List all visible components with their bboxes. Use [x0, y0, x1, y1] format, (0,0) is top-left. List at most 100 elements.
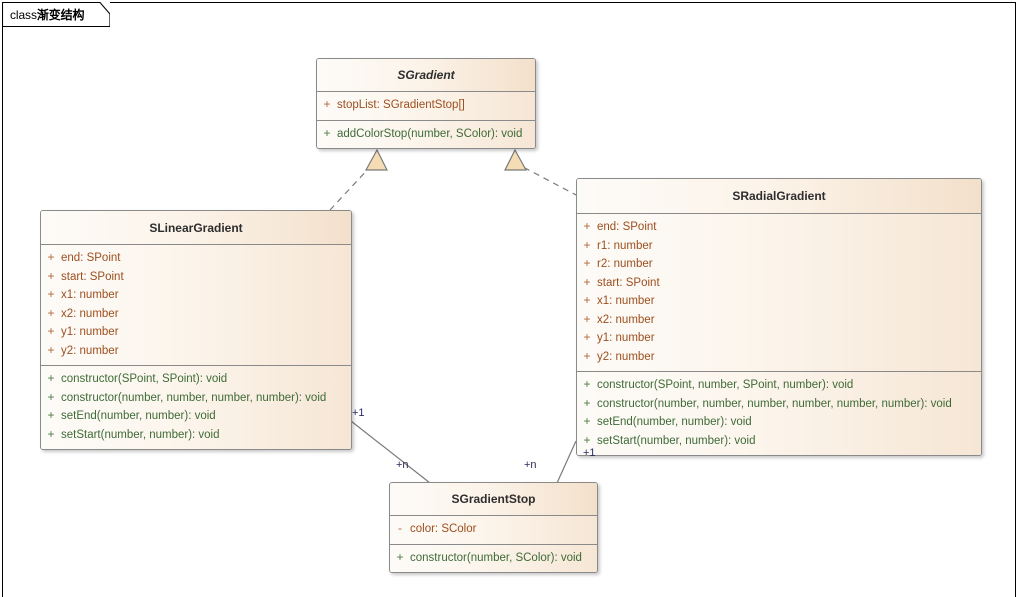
- method-row: + constructor(number, number, number, nu…: [41, 389, 351, 408]
- method-row: + setStart(number, number): void: [41, 426, 351, 445]
- visibility-marker: +: [47, 268, 55, 283]
- frame-tab-keyword: class: [10, 8, 37, 22]
- multiplicity-linear-source: +1: [352, 407, 365, 419]
- attribute-signature: end: SPoint: [61, 252, 121, 264]
- visibility-marker: +: [583, 330, 591, 344]
- method-row: + setEnd(number, number): void: [41, 407, 351, 426]
- visibility-marker: +: [47, 342, 55, 357]
- multiplicity-radial-source: +1: [583, 447, 596, 459]
- method-row: + constructor(SPoint, number, SPoint, nu…: [577, 376, 981, 395]
- method-signature: setStart(number, number): void: [61, 428, 220, 441]
- visibility-marker: +: [583, 432, 591, 447]
- attributes-section-sgradient: + stopList: SGradientStop[]: [317, 92, 535, 120]
- frame-tab-name: 渐变结构: [36, 8, 85, 22]
- attribute-row: + start: SPoint: [577, 274, 981, 293]
- attribute-signature: x2: number: [597, 313, 655, 326]
- attribute-row: + y2: number: [577, 348, 981, 367]
- attributes-section-sradialgradient: + end: SPoint + r1: number + r2: number …: [577, 214, 981, 371]
- attribute-row: + r2: number: [577, 255, 981, 274]
- attribute-signature: x2: number: [61, 307, 119, 320]
- visibility-marker: +: [583, 414, 591, 428]
- multiplicity-linear-target: +n: [396, 459, 409, 471]
- method-signature: constructor(SPoint, number, SPoint, numb…: [597, 379, 854, 391]
- visibility-marker: +: [47, 305, 55, 320]
- attribute-signature: color: SColor: [410, 523, 477, 535]
- method-signature: setEnd(number, number): void: [61, 410, 216, 422]
- attribute-row: + y1: number: [577, 329, 981, 348]
- attribute-row: + x1: number: [41, 286, 351, 305]
- visibility-marker: +: [47, 426, 55, 441]
- visibility-marker: +: [47, 371, 55, 385]
- diagram-frame-tab[interactable]: class渐变结构: [2, 2, 111, 27]
- method-signature: constructor(SPoint, SPoint): void: [61, 373, 228, 385]
- method-signature: setStart(number, number): void: [597, 434, 756, 447]
- attribute-signature: y2: number: [597, 350, 655, 363]
- visibility-marker: +: [323, 125, 331, 140]
- visibility-marker: +: [47, 324, 55, 338]
- attributes-section-sgradientstop: - color: SColor: [390, 516, 597, 544]
- attribute-signature: r2: number: [597, 258, 653, 270]
- attribute-signature: end: SPoint: [597, 221, 657, 233]
- methods-section-sgradientstop: + constructor(number, SColor): void: [390, 543, 597, 572]
- method-row: + constructor(number, number, number, nu…: [577, 395, 981, 414]
- frame-tab-label: class渐变结构: [10, 6, 85, 23]
- multiplicity-radial-target: +n: [524, 459, 537, 471]
- visibility-marker: +: [47, 389, 55, 404]
- method-signature: constructor(number, number, number, numb…: [597, 397, 952, 410]
- visibility-marker: +: [583, 348, 591, 363]
- visibility-marker: +: [583, 311, 591, 326]
- methods-section-sradialgradient: + constructor(SPoint, number, SPoint, nu…: [577, 371, 981, 455]
- visibility-marker: +: [583, 395, 591, 410]
- visibility-marker: +: [583, 274, 591, 289]
- visibility-marker: -: [398, 521, 402, 535]
- class-box-sradialgradient[interactable]: SRadialGradient + end: SPoint + r1: numb…: [576, 178, 982, 456]
- method-signature: constructor(number, number, number, numb…: [61, 391, 327, 404]
- class-box-slineargradient[interactable]: SLinearGradient + end: SPoint + start: S…: [40, 210, 352, 450]
- attributes-section-slineargradient: + end: SPoint + start: SPoint + x1: numb…: [41, 245, 351, 365]
- class-name-slineargradient: SLinearGradient: [41, 211, 351, 245]
- class-name-sgradient: SGradient: [317, 59, 535, 92]
- class-name-sradialgradient: SRadialGradient: [577, 179, 981, 214]
- attribute-row: + stopList: SGradientStop[]: [317, 96, 535, 115]
- attribute-signature: start: SPoint: [61, 270, 124, 283]
- methods-section-slineargradient: + constructor(SPoint, SPoint): void + co…: [41, 365, 351, 449]
- visibility-marker: +: [583, 219, 591, 233]
- attribute-signature: r1: number: [597, 239, 653, 252]
- attribute-row: + x2: number: [577, 311, 981, 330]
- method-signature: addColorStop(number, SColor): void: [337, 127, 523, 140]
- attribute-row: + end: SPoint: [41, 249, 351, 268]
- attribute-row: + end: SPoint: [577, 218, 981, 237]
- frame-tab-shape-icon: [2, 2, 111, 27]
- method-signature: constructor(number, SColor): void: [410, 551, 582, 564]
- method-row: + setStart(number, number): void: [577, 432, 981, 451]
- visibility-marker: +: [47, 287, 55, 301]
- visibility-marker: +: [583, 377, 591, 391]
- class-name-sgradientstop: SGradientStop: [390, 483, 597, 516]
- visibility-marker: +: [47, 250, 55, 264]
- attribute-signature: y2: number: [61, 344, 119, 357]
- class-box-sgradient[interactable]: SGradient + stopList: SGradientStop[] + …: [316, 58, 536, 149]
- method-row: + constructor(number, SColor): void: [390, 549, 597, 568]
- attribute-row: + y1: number: [41, 323, 351, 342]
- attribute-row: + start: SPoint: [41, 268, 351, 287]
- visibility-marker: +: [583, 256, 591, 270]
- attribute-row: + x1: number: [577, 292, 981, 311]
- attribute-row: + r1: number: [577, 237, 981, 256]
- visibility-marker: +: [583, 293, 591, 307]
- method-row: + constructor(SPoint, SPoint): void: [41, 370, 351, 389]
- visibility-marker: +: [47, 408, 55, 422]
- method-signature: setEnd(number, number): void: [597, 416, 752, 428]
- visibility-marker: +: [323, 97, 331, 111]
- method-row: + setEnd(number, number): void: [577, 413, 981, 432]
- class-box-sgradientstop[interactable]: SGradientStop - color: SColor + construc…: [389, 482, 598, 573]
- method-row: + addColorStop(number, SColor): void: [317, 125, 535, 144]
- visibility-marker: +: [396, 549, 404, 564]
- attribute-signature: start: SPoint: [597, 276, 660, 289]
- attribute-signature: x1: number: [61, 289, 119, 301]
- attribute-row: - color: SColor: [390, 520, 597, 539]
- methods-section-sgradient: + addColorStop(number, SColor): void: [317, 119, 535, 148]
- attribute-signature: y1: number: [61, 326, 119, 338]
- attribute-row: + y2: number: [41, 342, 351, 361]
